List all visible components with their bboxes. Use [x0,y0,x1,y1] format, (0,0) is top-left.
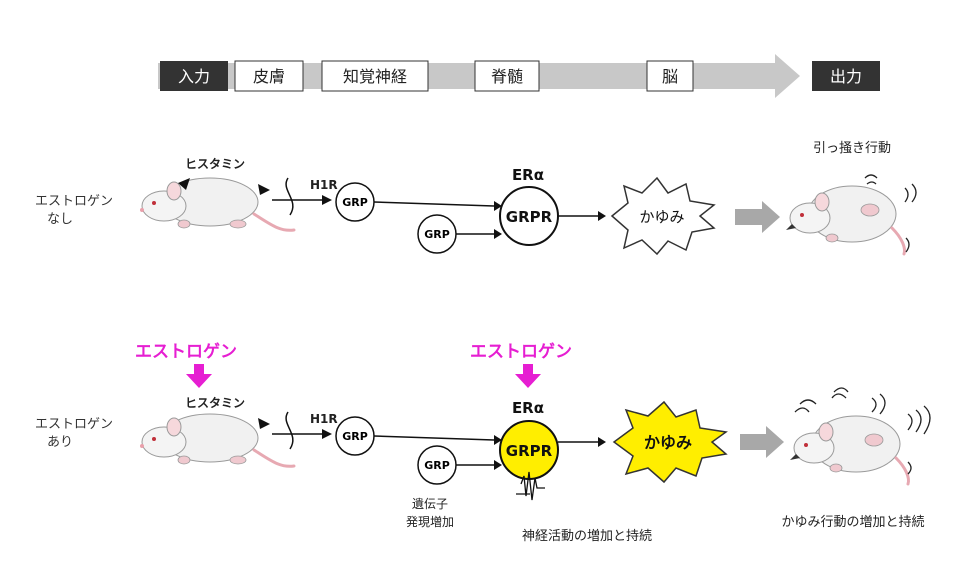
itch-label: かゆみ [639,208,684,226]
motion-lines [905,237,910,253]
histamine-label: ヒスタミン [185,396,245,410]
estrogen-arrow-left [186,364,212,388]
h1r-label: H1R [310,412,338,426]
scratching-rat-image [784,184,906,256]
spike-train-icon [516,471,545,501]
sensory-nerve-box [321,60,429,92]
motion-lines [907,405,931,435]
er-alpha-label: ERα [512,166,544,184]
output-box [812,61,880,91]
header-flow: 入力 皮膚 知覚神経 脊髄 脳 出力 [158,54,880,98]
grp-arrowhead-2 [494,229,502,239]
row-with-estrogen: エストロゲン あり エストロゲン ヒスタミン H1R GRP GRP 遺伝子 発… [35,341,931,544]
grpr-label: GRPR [506,208,553,226]
row-label-line2: なし [47,212,73,227]
output-label: 出力 [830,67,862,86]
er-alpha-label: ERα [512,399,544,417]
grp-arrowhead-1 [494,435,502,445]
behavior-arrow [735,201,780,233]
estrogen-label-left: エストロゲン [135,341,237,362]
grp-connection-1 [373,435,495,441]
itch-burst-intense [612,400,728,484]
grp-arrowhead-2 [494,460,502,470]
gene-expression-line1: 遺伝子 [412,496,448,511]
motion-lines [904,183,917,203]
motion-lines [871,393,886,415]
brain-label: 脳 [662,67,678,86]
histamine-arrowhead [178,178,190,190]
skin-label: 皮膚 [253,67,285,86]
scratching-rat-image [788,414,910,486]
grpr-output-arrowhead [598,437,606,447]
grp-label-2: GRP [424,459,450,472]
receptor-fiber [285,177,294,216]
histamine-label: ヒスタミン [185,157,245,171]
behavior-arrow [740,426,784,458]
grp-label-1: GRP [342,430,368,443]
itch-behavior-label: かゆみ行動の増加と持続 [781,515,924,530]
motion-lines [907,461,912,475]
scratching-behavior-label: 引っ掻き行動 [813,141,891,156]
grpr-circle-activated [499,420,559,480]
grpr-output-arrowhead [598,211,606,221]
brain-box [646,60,694,92]
estrogen-arrow-center [515,364,541,388]
skin-box [234,60,304,92]
spinal-cord-box [474,60,540,92]
histamine-arrowhead [258,418,270,429]
grp-connection-1 [373,201,495,207]
histamine-arrowhead-2 [258,184,270,195]
grp-label-1: GRP [342,196,368,209]
motion-lines [831,387,849,399]
h1r-arrowhead [322,429,332,439]
h1r-arrowhead [322,195,332,205]
motion-lines [794,399,817,413]
estrogen-label-center: エストロゲン [470,341,572,362]
input-label: 入力 [178,67,210,86]
row-label-line1: エストロゲン [35,194,113,209]
receptor-fiber [285,411,294,450]
rat-image [138,176,296,232]
itch-burst [610,176,716,256]
grpr-label: GRPR [506,442,553,460]
grp-label-2: GRP [424,228,450,241]
row-label-line2: あり [47,435,73,450]
itch-label: かゆみ [644,433,692,452]
h1r-label: H1R [310,178,338,192]
spinal-cord-label: 脊髄 [491,67,523,86]
grp-arrowhead-1 [494,201,502,211]
gene-expression-line2: 発現増加 [406,515,454,529]
row-label-line1: エストロゲン [35,417,113,432]
rat-image [138,412,296,468]
neural-activity-label: 神経活動の増加と持続 [522,529,652,544]
input-box [160,61,228,91]
sensory-nerve-label: 知覚神経 [343,67,407,86]
row-no-estrogen: エストロゲン なし ヒスタミン H1R GRP GRP ERα GRPR かゆみ… [35,141,917,256]
motion-lines [864,174,878,185]
